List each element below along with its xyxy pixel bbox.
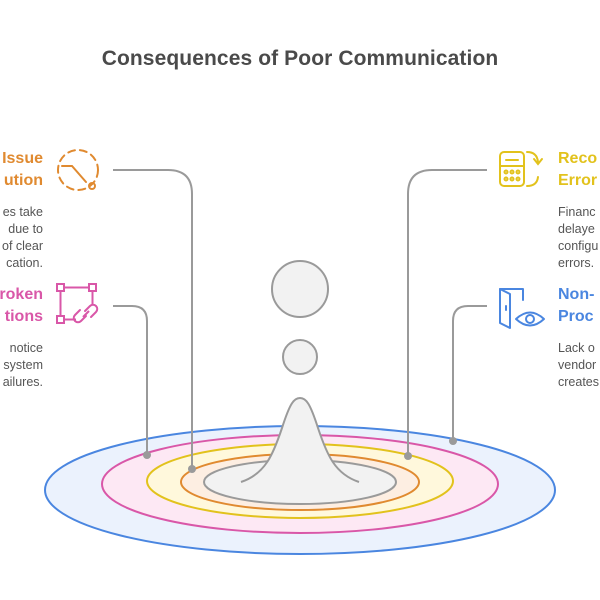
connector-broken-connections — [113, 305, 148, 455]
calculator-cycle-icon — [499, 151, 543, 187]
diagram-title: Consequences of Poor Communication — [101, 47, 499, 70]
item-broken-connections: roken tions notice system ailures. — [0, 284, 43, 391]
item-description: es take due to of clear cation. — [2, 205, 43, 270]
splash-peak — [241, 398, 359, 482]
item-heading: Non- Proc — [558, 286, 595, 325]
item-heading: Reco Error — [558, 150, 598, 189]
connector-dot — [449, 437, 457, 445]
item-issue-resolution: Issue ution es take due to of clear cati… — [2, 148, 43, 272]
connector-issue-resolution — [113, 169, 193, 468]
item-reconciliation-errors: Reco Error Financ delaye configu errors. — [558, 148, 598, 272]
item-heading: roken tions — [0, 286, 43, 325]
item-description: Financ delaye configu errors. — [558, 205, 599, 270]
item-description: Lack o vendor creates — [558, 341, 599, 389]
door-eye-icon — [499, 288, 545, 329]
connector-dot — [188, 465, 196, 473]
item-description: notice system ailures. — [2, 341, 43, 389]
clock-dashed-icon — [57, 149, 99, 191]
droplet-large — [271, 260, 329, 318]
droplet-small — [282, 339, 318, 375]
connector-dot — [143, 451, 151, 459]
connector-dot — [404, 452, 412, 460]
item-non-compliant-process: Non- Proc Lack o vendor creates — [558, 284, 599, 391]
item-heading: Issue ution — [2, 150, 43, 189]
broken-link-icon — [56, 283, 99, 324]
splash-outline — [240, 396, 360, 483]
connector-non-compliant — [452, 305, 487, 441]
connector-reconciliation-errors — [407, 169, 487, 456]
